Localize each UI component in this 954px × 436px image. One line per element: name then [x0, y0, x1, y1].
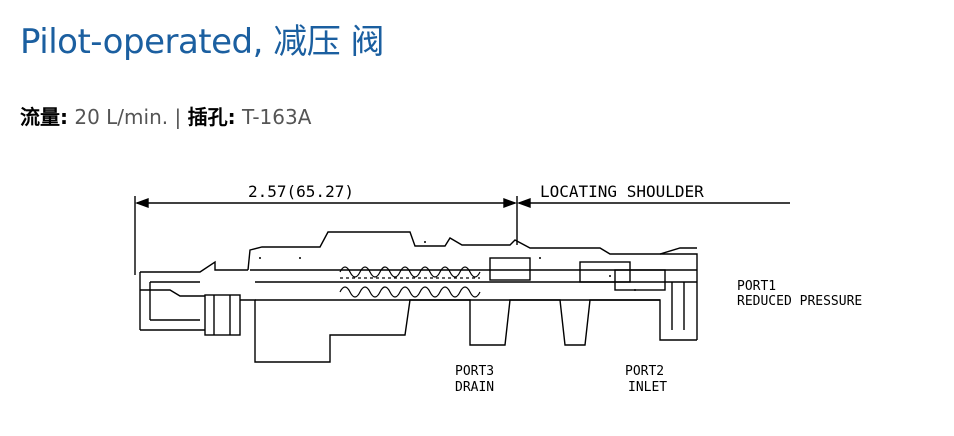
port1-label: PORT1: [737, 279, 776, 294]
spec-line: 流量: 20 L/min. | 插孔: T-163A: [20, 101, 311, 130]
flow-value: 20 L/min.: [74, 105, 169, 129]
port2-label: PORT2: [625, 364, 664, 379]
dimension-label: 2.57(65.27): [248, 182, 354, 201]
port1-description: REDUCED PRESSURE: [737, 294, 862, 309]
port3-description: DRAIN: [455, 380, 494, 395]
cavity-label: 插孔:: [187, 105, 236, 129]
valve-cross-section-drawing: 2.57(65.27) LOCATING SHOULDER PORT1 REDU…: [134, 182, 862, 395]
locating-shoulder-label: LOCATING SHOULDER: [540, 182, 704, 201]
port3-label: PORT3: [455, 364, 494, 379]
cavity-value: T-163A: [241, 105, 312, 129]
page-title: Pilot-operated, 减压 阀: [20, 22, 385, 62]
spec-separator: |: [174, 105, 182, 129]
flow-label: 流量:: [20, 105, 68, 129]
port2-description: INLET: [628, 380, 667, 395]
